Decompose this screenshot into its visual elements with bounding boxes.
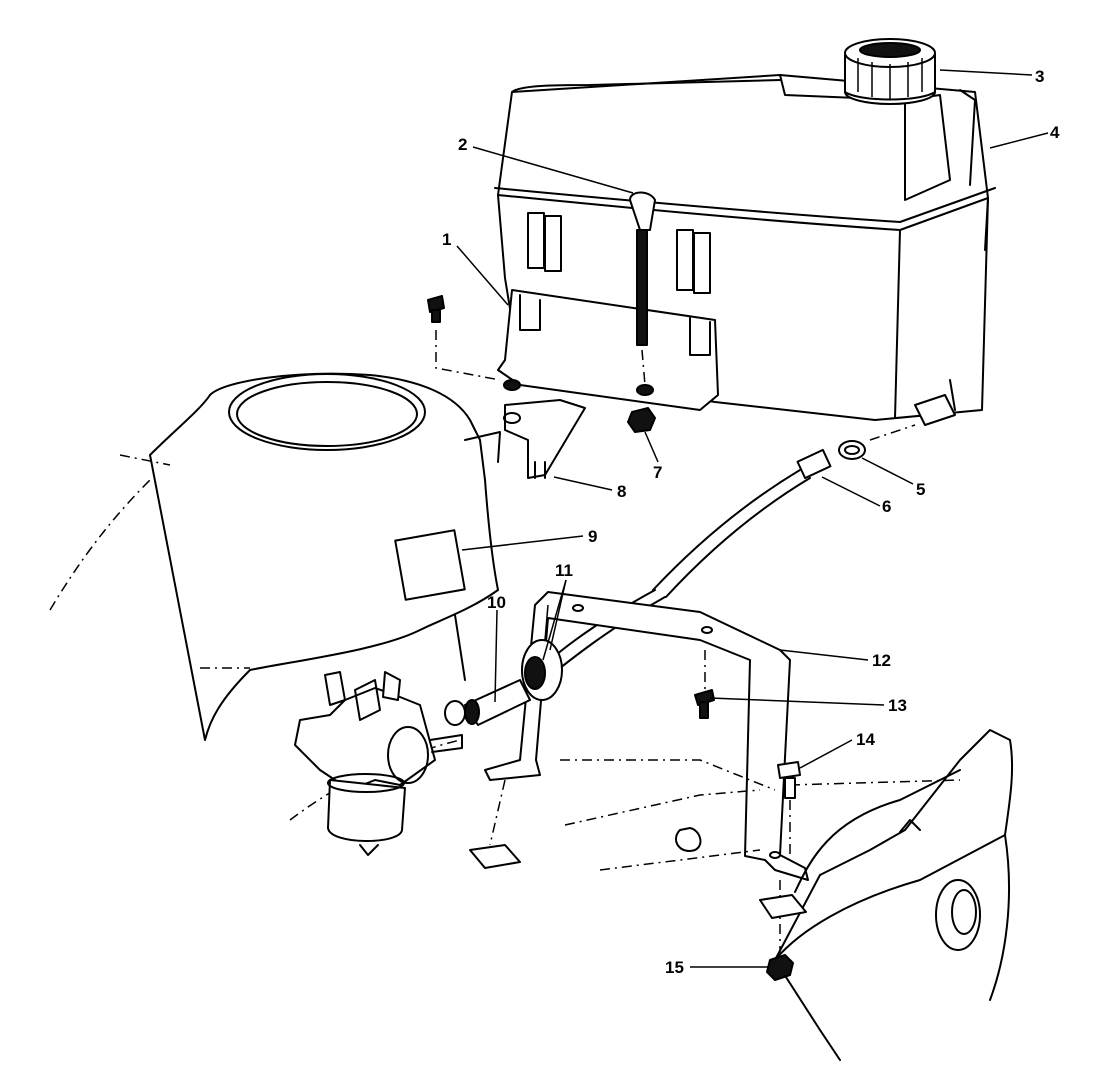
bolt-14	[777, 761, 801, 855]
fuel-line-fitting	[464, 679, 531, 726]
callout-12: 12	[872, 651, 891, 670]
callout-4: 4	[1050, 123, 1060, 142]
hose-clamp-5	[838, 440, 866, 460]
fuel-clamp-small	[444, 700, 466, 726]
callout-10: 10	[487, 593, 506, 612]
carburetor	[294, 671, 463, 856]
callout-14: 14	[856, 730, 875, 749]
tank-support-frame	[484, 591, 809, 881]
leader-lines	[456, 69, 1049, 968]
bracket-screw	[427, 295, 501, 381]
callout-7: 7	[653, 463, 662, 482]
callout-13: 13	[888, 696, 907, 715]
callout-3: 3	[1035, 67, 1044, 86]
bolt-13	[694, 650, 715, 719]
plate-dash	[489, 779, 506, 846]
callout-6: 6	[882, 497, 891, 516]
support-bracket	[503, 399, 586, 479]
grommet	[521, 639, 563, 701]
hold-down-strap	[629, 191, 656, 386]
callout-9: 9	[588, 527, 597, 546]
callout-labels: 1 2 3 4 5 6 7 8 9 10 11 12 13 14 15	[442, 67, 1060, 977]
callout-15: 15	[665, 958, 684, 977]
callout-5: 5	[916, 480, 925, 499]
callout-11: 11	[555, 561, 573, 580]
callout-1: 1	[442, 230, 451, 249]
mounting-plate	[469, 844, 807, 919]
callout-2: 2	[458, 135, 467, 154]
fuel-cap	[844, 38, 936, 105]
frame-rail	[560, 729, 1014, 1061]
callout-8: 8	[617, 482, 626, 501]
hex-nut-7	[627, 407, 656, 433]
tank-bracket	[497, 289, 719, 411]
